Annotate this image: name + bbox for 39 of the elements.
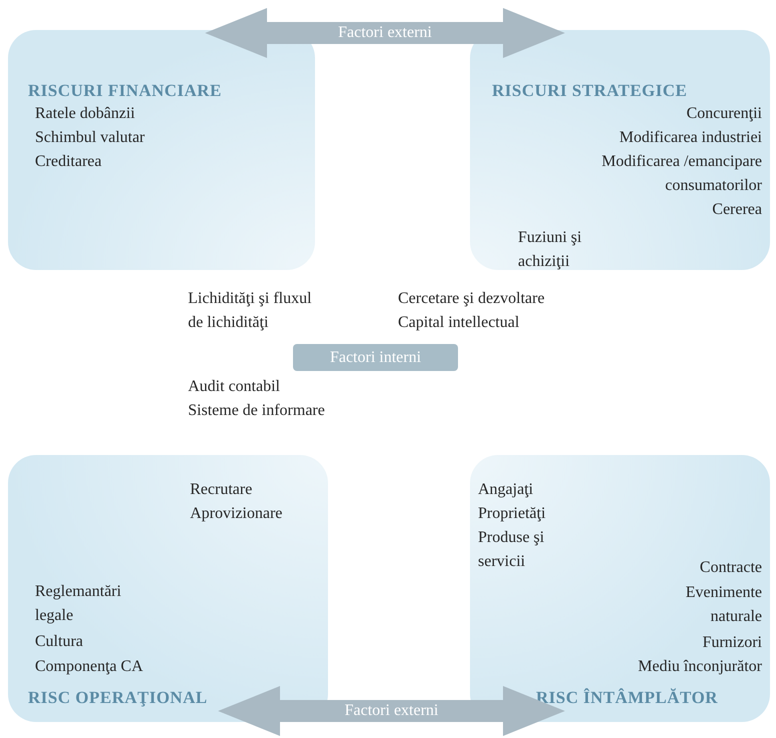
quadrant-heading: RISCURI FINANCIARE [28, 80, 222, 102]
factor-text: Capital intellectual [398, 313, 520, 333]
factor-text: Audit contabil [188, 377, 280, 397]
quadrant-heading: RISC OPERAŢIONAL [28, 687, 208, 709]
edge-label: Factori externi [344, 701, 438, 721]
risk-item: Contracte [698, 558, 762, 578]
risk-item: Reglemantări legale [35, 582, 122, 626]
risk-item: Ratele dobânzii [35, 104, 135, 124]
risk-item: Aprovizionare [190, 504, 282, 524]
risk-item: Fuziuni şi achiziţii [518, 228, 583, 272]
risk-quadrant [470, 30, 770, 270]
risk-item: Componenţa CA [35, 657, 143, 677]
risk-item: Creditarea [35, 152, 102, 172]
factor-text: Lichidităţi şi fluxul de lichidităţi [188, 289, 313, 333]
risk-item: Recrutare [190, 480, 252, 500]
risk-quadrant [8, 30, 315, 270]
risk-item: Proprietăţi [478, 504, 546, 524]
box-label: Factori interni [330, 348, 422, 366]
factor-box [293, 344, 458, 371]
risk-item: Mediu înconjurător [637, 657, 762, 677]
risk-item: Furnizori [701, 633, 762, 653]
risk-item: Concurenţii [685, 104, 762, 124]
risk-quadrant [470, 455, 770, 722]
risk-item: Cultura [35, 632, 83, 652]
factor-text: Sisteme de informare [188, 401, 325, 421]
quadrant-heading: RISC ÎNTÂMPLĂTOR [536, 687, 718, 709]
risk-quadrant [8, 455, 328, 722]
risk-item: Cererea [711, 200, 762, 220]
quadrant-heading: RISCURI STRATEGICE [492, 80, 688, 102]
edge-label: Factori externi [338, 23, 432, 43]
factor-text: Cercetare şi dezvoltare [398, 289, 545, 309]
double-arrow [205, 8, 565, 58]
risk-item: Produse şi servicii [478, 528, 546, 572]
risk-item: Modificarea /emancipare consumatorilor [600, 152, 762, 196]
risk-item: Modificarea industriei [618, 128, 762, 148]
risk-item: Schimbul valutar [35, 128, 145, 148]
risk-item: Evenimente naturale [684, 583, 762, 627]
double-arrow [218, 686, 565, 736]
risk-item: Angajaţi [478, 480, 534, 500]
